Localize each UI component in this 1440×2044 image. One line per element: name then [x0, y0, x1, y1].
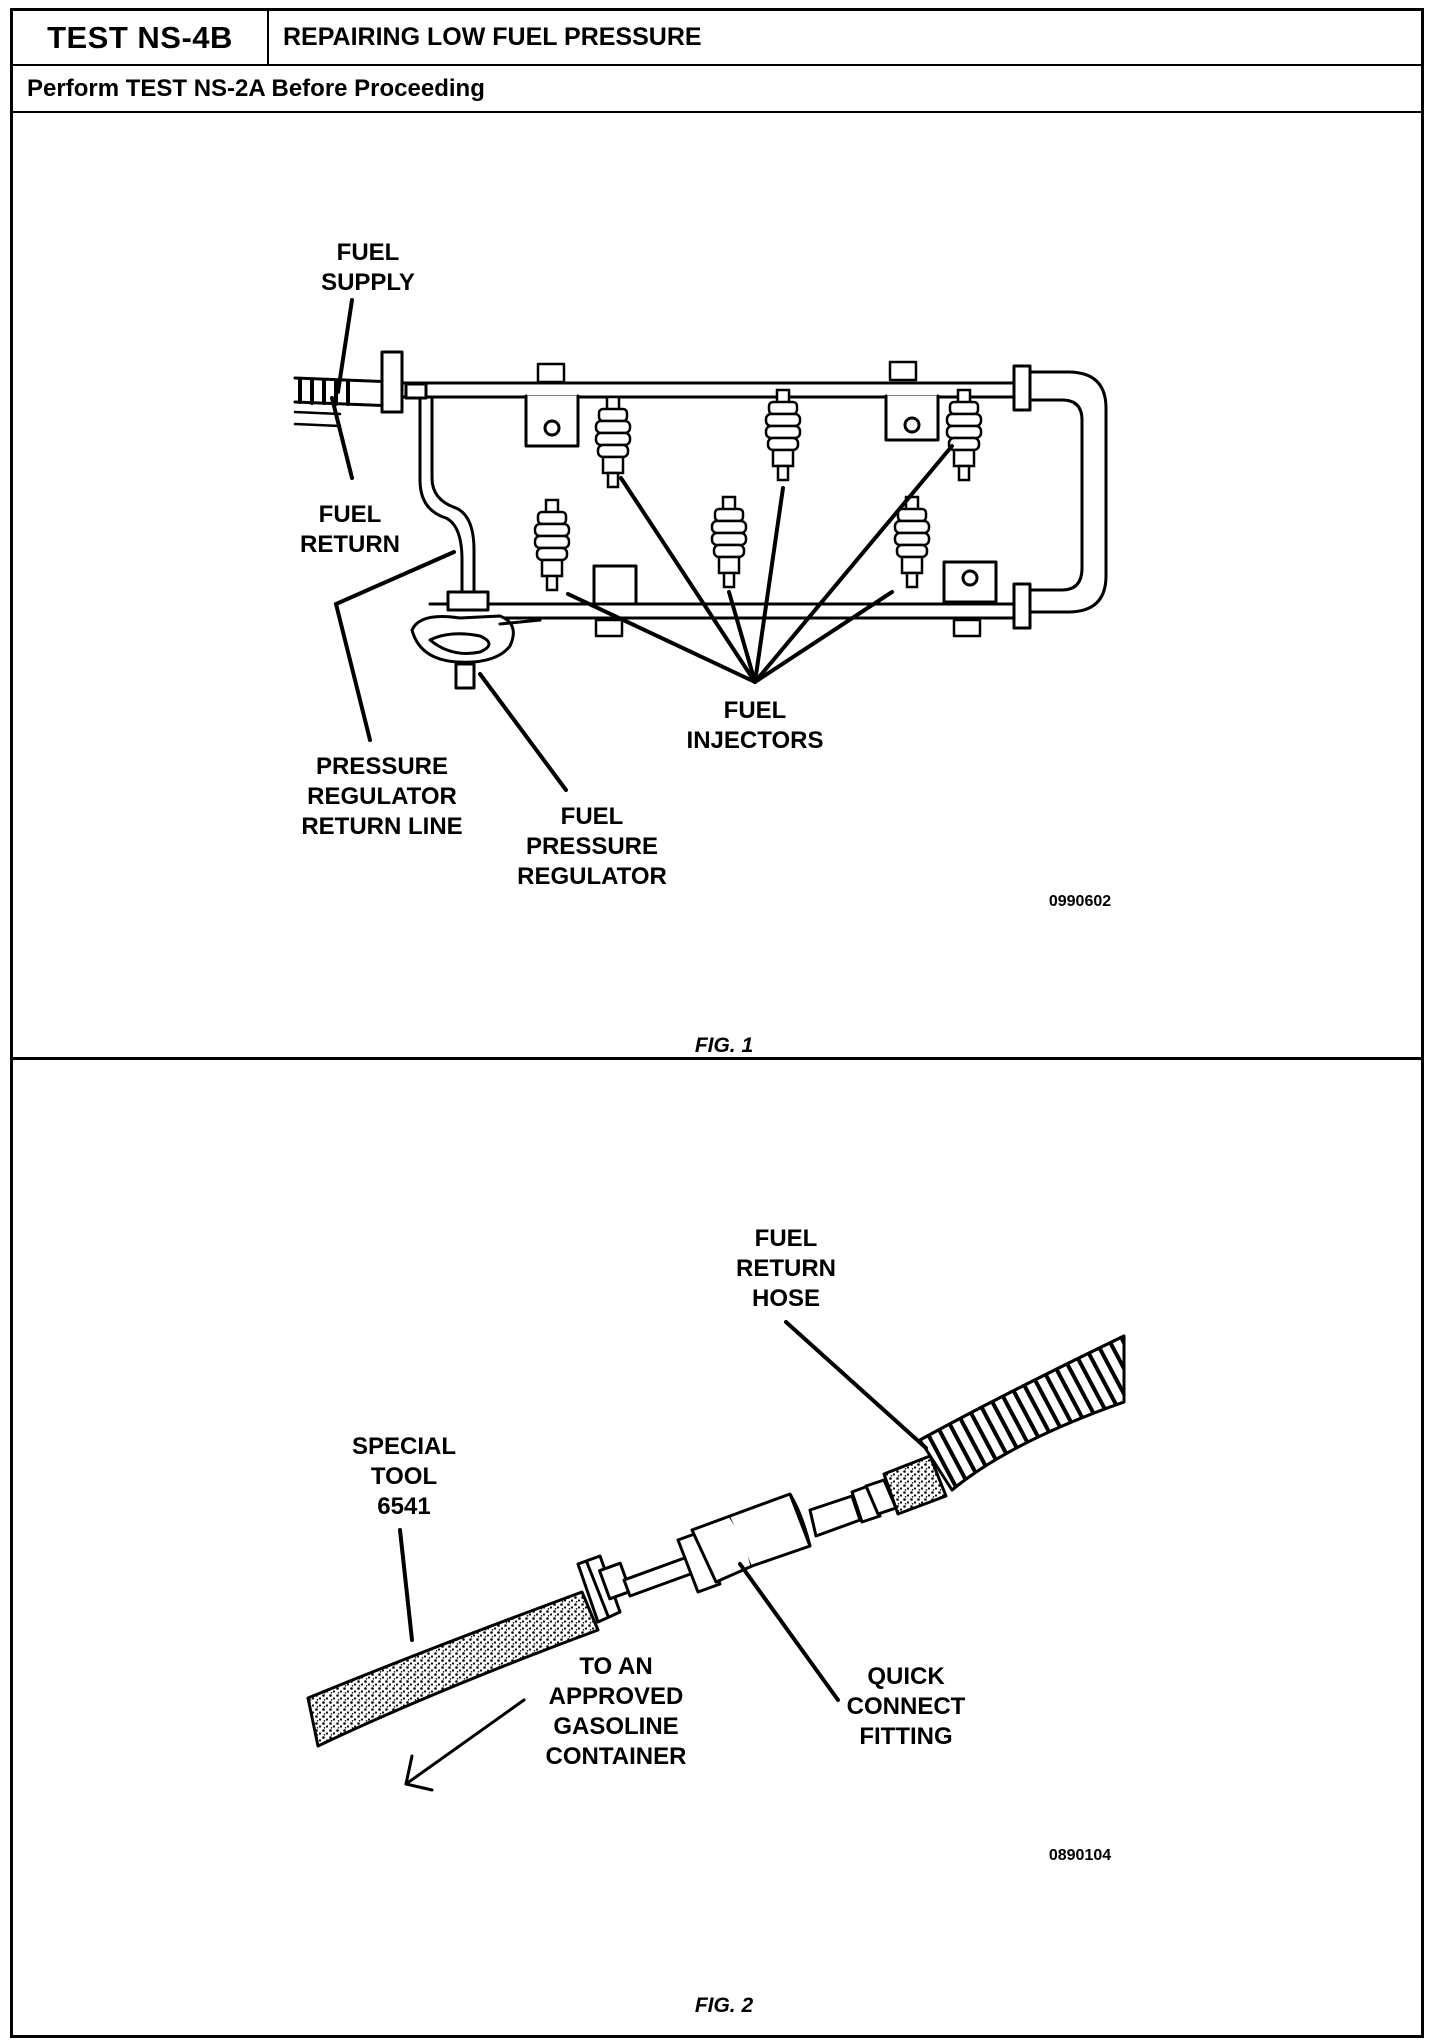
direction-arrow	[404, 1698, 526, 1792]
label-special-tool-2: TOOL	[371, 1463, 437, 1490]
label-fuel-return-hose-2: RETURN	[736, 1255, 836, 1282]
label-quick-connect-2: CONNECT	[847, 1693, 966, 1720]
fig1-leader-lines	[330, 298, 954, 792]
label-fuel-injectors-2: INJECTORS	[687, 727, 824, 754]
label-special-tool-3: 6541	[377, 1493, 430, 1520]
label-fuel-return-1: FUEL	[319, 501, 382, 528]
label-fuel-return-hose-1: FUEL	[755, 1225, 818, 1252]
label-container-3: GASOLINE	[553, 1713, 678, 1740]
label-quick-connect-1: QUICK	[867, 1663, 945, 1690]
return-hose-diagram	[306, 1334, 1126, 1748]
label-container-4: CONTAINER	[546, 1743, 687, 1770]
label-fuel-return-hose-3: HOSE	[752, 1285, 820, 1312]
figure-divider	[13, 1057, 1421, 1060]
test-title: REPAIRING LOW FUEL PRESSURE	[283, 23, 702, 51]
label-quick-connect-3: FITTING	[859, 1723, 952, 1750]
fuel-rail-diagram	[293, 350, 1108, 690]
fig2-caption: FIG. 2	[695, 1994, 754, 2017]
test-id: TEST NS-4B	[13, 11, 269, 64]
fig1-code: 0990602	[1049, 893, 1111, 910]
fig2-leader-lines	[398, 1320, 928, 1702]
fig2-code: 0890104	[1049, 1847, 1111, 1864]
label-special-tool-1: SPECIAL	[352, 1433, 456, 1460]
label-fuel-injectors-1: FUEL	[724, 697, 787, 724]
label-pressure-regulator-return-line-1: PRESSURE	[316, 753, 448, 780]
fig1-caption: FIG. 1	[695, 1034, 753, 1057]
label-fuel-supply-2: SUPPLY	[321, 269, 415, 296]
label-fuel-supply-1: FUEL	[337, 239, 400, 266]
label-fuel-pressure-regulator-2: PRESSURE	[526, 833, 658, 860]
label-fuel-pressure-regulator-1: FUEL	[561, 803, 624, 830]
label-pressure-regulator-return-line-3: RETURN LINE	[301, 813, 462, 840]
label-fuel-return-2: RETURN	[300, 531, 400, 558]
label-fuel-pressure-regulator-3: REGULATOR	[517, 863, 667, 890]
header-bar: TEST NS-4B REPAIRING LOW FUEL PRESSURE	[13, 11, 1421, 66]
label-container-1: TO AN	[579, 1653, 652, 1680]
label-pressure-regulator-return-line-2: REGULATOR	[307, 783, 457, 810]
procedure-sheet: TEST NS-4B REPAIRING LOW FUEL PRESSURE P…	[10, 8, 1424, 2038]
prerequisite-note: Perform TEST NS-2A Before Proceeding	[13, 66, 1421, 113]
label-container-2: APPROVED	[549, 1683, 684, 1710]
